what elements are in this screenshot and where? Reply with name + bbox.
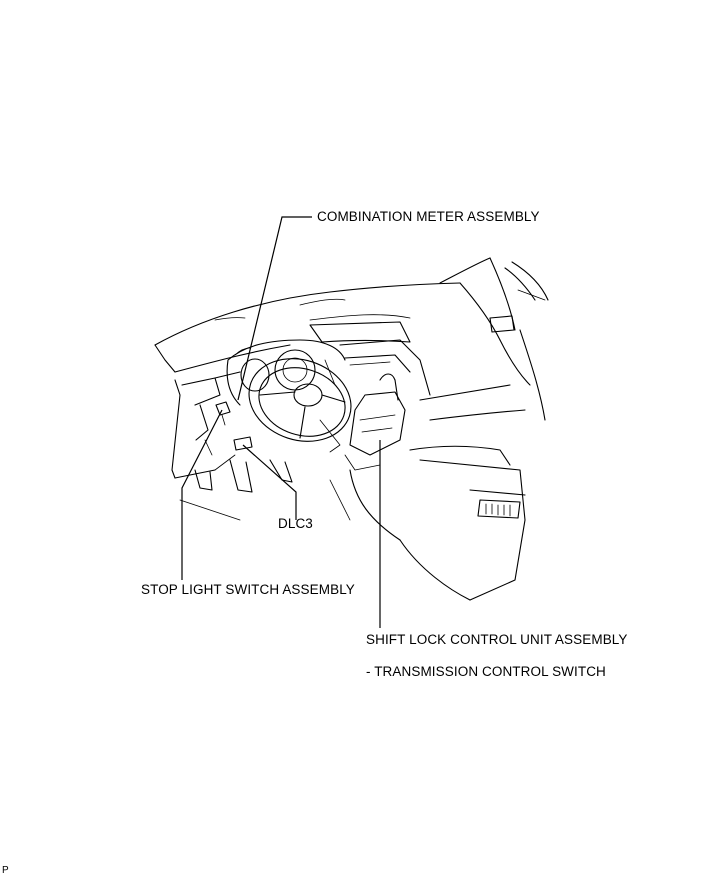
steering-wheel — [248, 358, 352, 453]
leader-combination-meter — [237, 216, 312, 401]
leader-dlc3 — [242, 444, 297, 520]
label-dlc3: DLC3 — [278, 516, 313, 531]
dashboard-top — [154, 282, 515, 373]
combination-meter-cluster — [226, 339, 346, 406]
center-stack — [339, 339, 431, 471]
stop-light-switch — [215, 401, 231, 426]
leader-stop-light-switch — [181, 409, 223, 580]
label-combination-meter: COMBINATION METER ASSEMBLY — [317, 209, 540, 224]
label-shift-lock-control: SHIFT LOCK CONTROL UNIT ASSEMBLY — [366, 632, 628, 647]
windshield-pillar — [439, 257, 549, 421]
leader-lines — [181, 216, 381, 628]
label-transmission-control-switch: - TRANSMISSION CONTROL SWITCH — [366, 664, 606, 679]
label-stop-light-switch: STOP LIGHT SWITCH ASSEMBLY — [141, 582, 355, 597]
dlc3-connector — [233, 436, 253, 451]
right-interior — [349, 339, 531, 601]
pedals — [179, 454, 351, 521]
footer-code: P — [2, 865, 9, 876]
